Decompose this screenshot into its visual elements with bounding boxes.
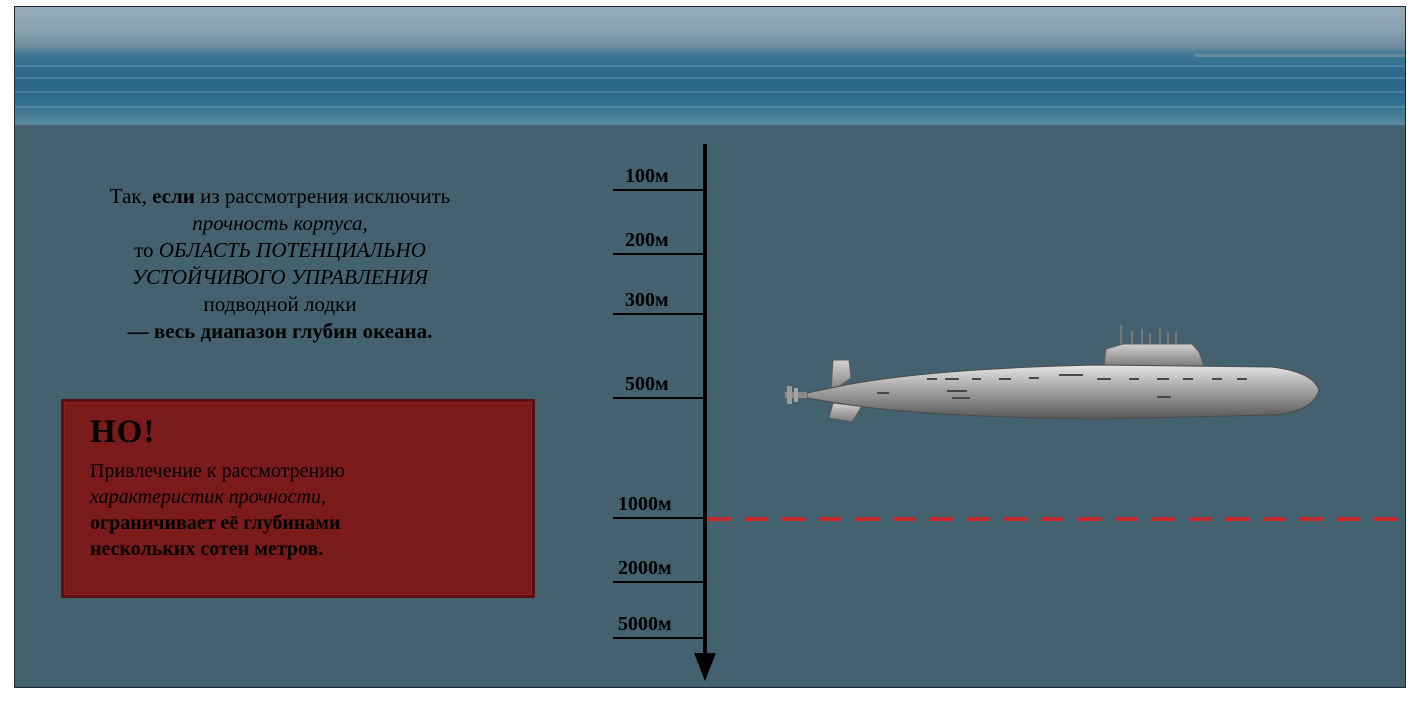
warning-line-4: нескольких сотен метров. <box>90 538 324 560</box>
depth-tick-label: 1000м <box>618 493 672 515</box>
warning-line-1: Привлечение к рассмотрению <box>90 460 345 482</box>
wave <box>15 106 1405 108</box>
warning-body: Привлечение к рассмотрению характеристик… <box>90 458 345 562</box>
intro-line-4: УСТОЙЧИВОГО УПРАВЛЕНИЯ <box>132 265 428 289</box>
wave <box>15 65 1405 67</box>
wave <box>15 91 1405 93</box>
warning-title: НО! <box>90 414 156 450</box>
sea-surface <box>15 7 1405 125</box>
depth-tick-label: 100м <box>625 165 669 187</box>
depth-tick-label: 2000м <box>618 557 672 579</box>
depth-tick-label: 5000м <box>618 613 672 635</box>
intro-line-5: подводной лодки <box>203 292 357 316</box>
intro-line-3: то ОБЛАСТЬ ПОТЕНЦИАЛЬНО <box>134 238 426 262</box>
distant-shore <box>1195 54 1405 57</box>
wave <box>15 77 1405 79</box>
depth-tick-label: 500м <box>625 373 669 395</box>
submarine-illustration <box>785 325 1319 423</box>
intro-text: Так, если из рассмотрения исключить проч… <box>75 183 485 345</box>
intro-line-1: Так, если из рассмотрения исключить <box>109 184 451 208</box>
arrow-down-icon <box>694 653 716 681</box>
depth-tick-label: 300м <box>625 289 669 311</box>
intro-line-2: прочность корпуса, <box>192 211 368 235</box>
depth-scale: 100м 200м 300м 500м 1000м 2000м 5000м <box>613 144 1405 681</box>
warning-box: НО! Привлечение к рассмотрению характери… <box>61 399 535 598</box>
warning-line-3: ограничивает её глубинами <box>90 512 341 534</box>
intro-line-6: — весь диапазон глубин океана. <box>127 319 433 343</box>
sky-haze <box>15 7 1405 51</box>
depth-tick-label: 200м <box>625 229 669 251</box>
warning-line-2: характеристик прочности, <box>90 486 326 508</box>
slide: Так, если из рассмотрения исключить проч… <box>14 6 1406 688</box>
